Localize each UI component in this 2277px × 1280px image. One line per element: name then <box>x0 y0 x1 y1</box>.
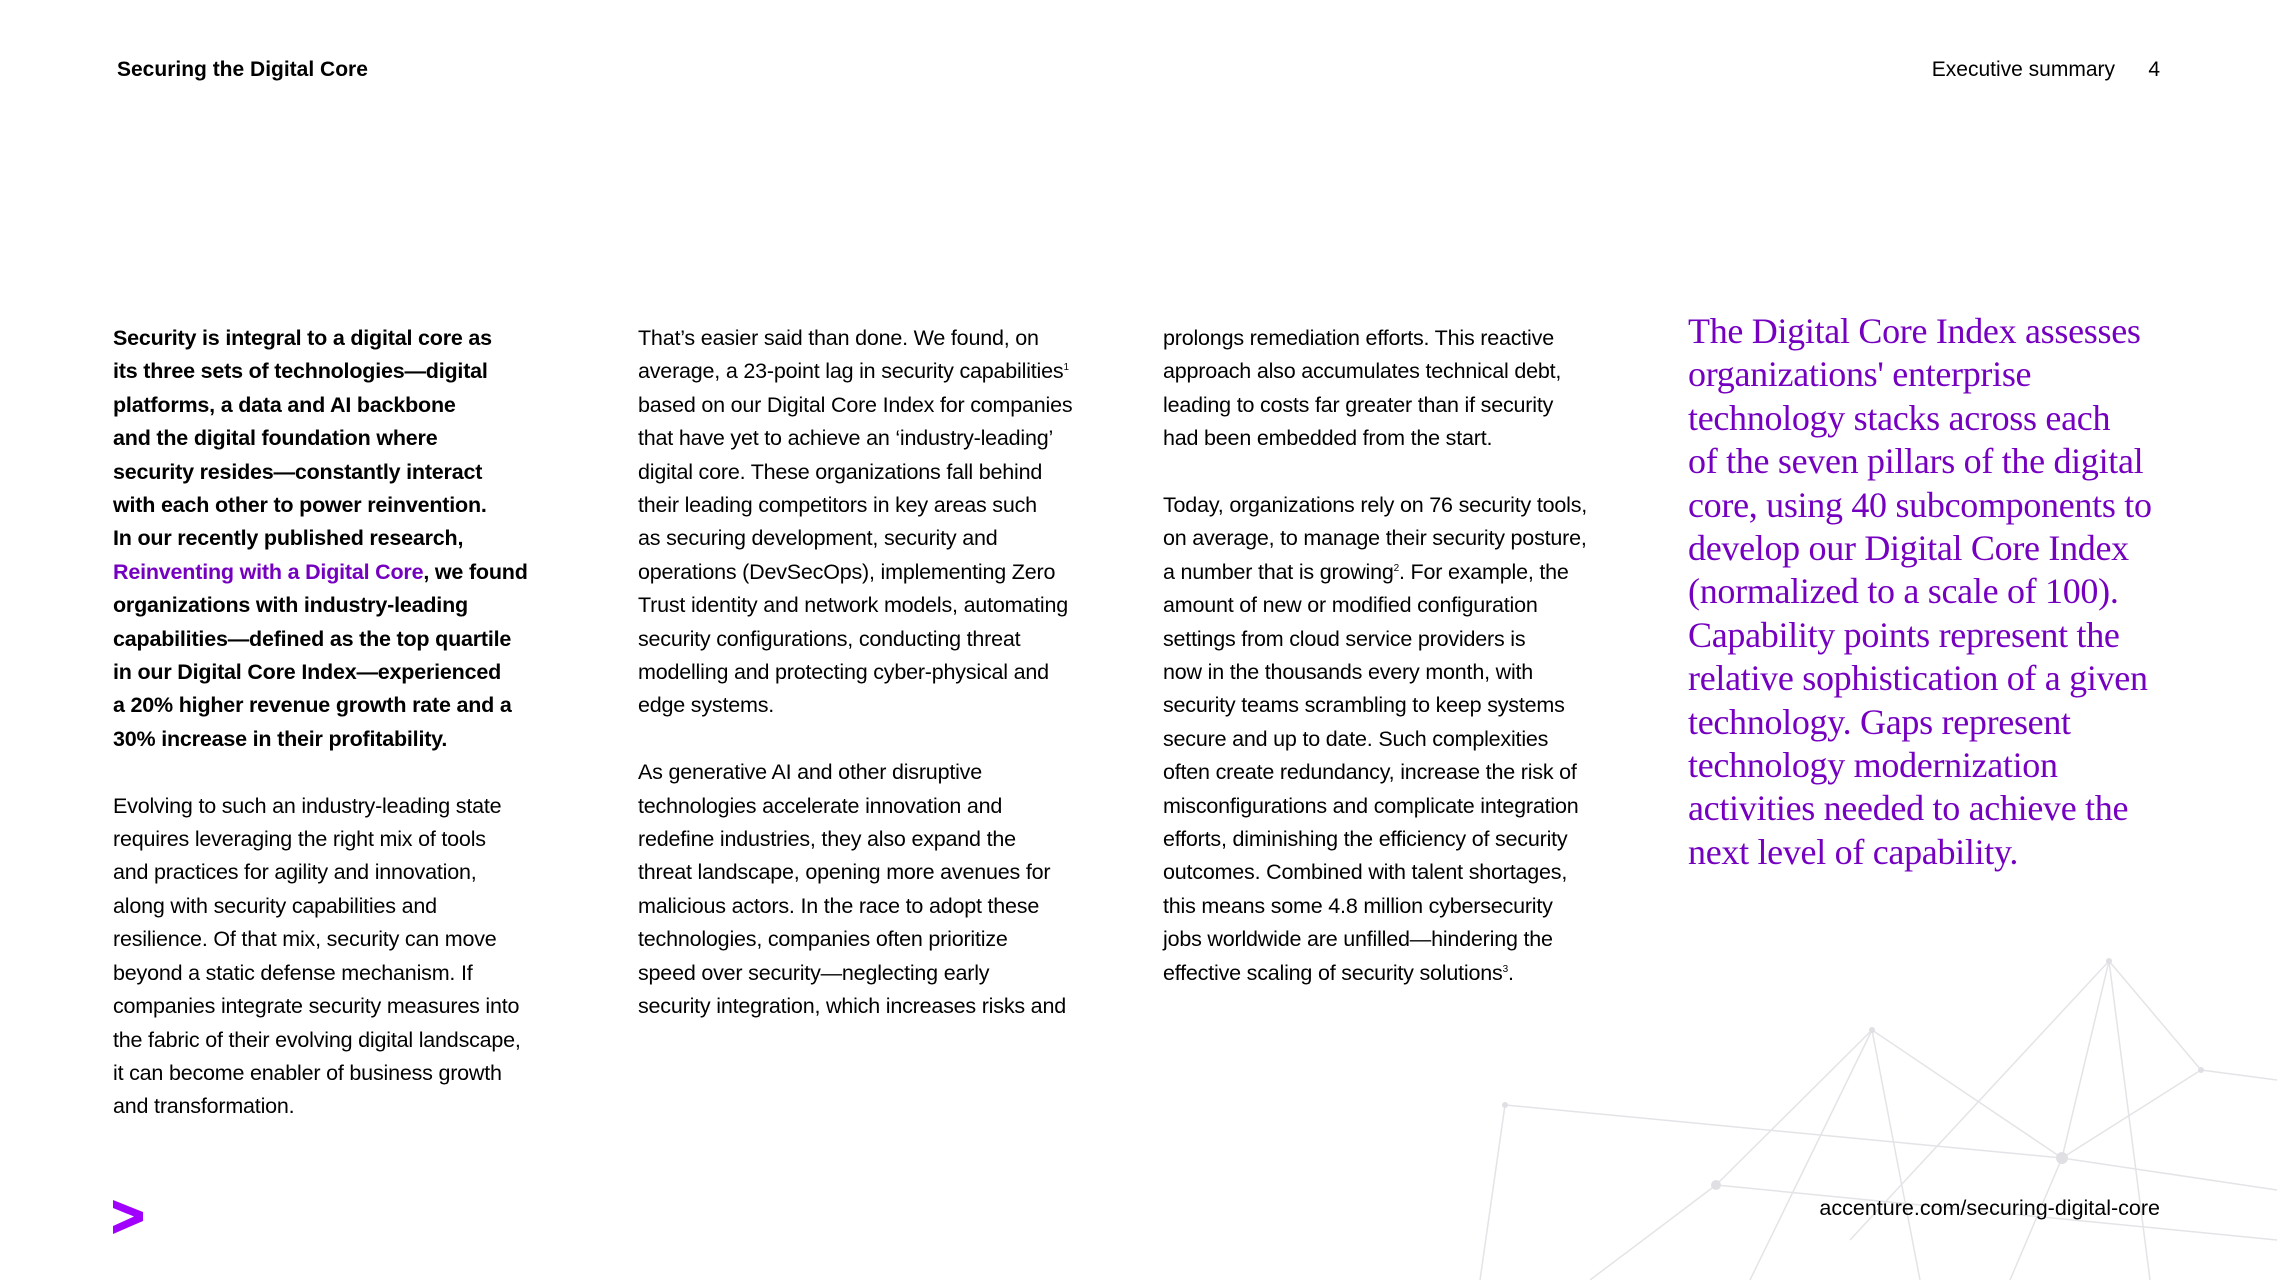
footnote-ref[interactable]: 3 <box>1502 963 1509 975</box>
paragraph-text: Today, organizations rely on 76 security… <box>1163 493 1588 584</box>
network-background-graphic <box>1479 958 2277 1280</box>
paragraph-text: based on our Digital Core Index for comp… <box>638 392 1073 718</box>
column-2: That’s easier said than done. We found, … <box>638 322 1073 1024</box>
paragraph-text: . <box>1507 960 1514 985</box>
paragraph-text: . For example, the amount of new or modi… <box>1163 559 1579 985</box>
research-link[interactable]: Reinventing with a Digital Core <box>113 559 424 584</box>
paragraph: That’s easier said than done. We found, … <box>638 322 1073 723</box>
column-3: prolongs remediation efforts. This react… <box>1163 322 1587 990</box>
paragraph: prolongs remediation efforts. This react… <box>1163 326 1562 451</box>
callout-text: The Digital Core Index assesses organiza… <box>1688 311 2152 872</box>
document-title: Securing the Digital Core <box>117 58 368 81</box>
footnote-ref[interactable]: 1 <box>1063 362 1069 374</box>
paragraph: Today, organizations rely on 76 security… <box>1163 489 1587 990</box>
paragraph-text: That’s easier said than done. We found, … <box>638 326 1064 384</box>
intro-text-continued: , we found organizations with industry-l… <box>113 559 528 751</box>
column-1: Security is integral to a digital core a… <box>113 322 528 1124</box>
intro-text: Security is integral to a digital core a… <box>113 326 492 551</box>
footnote-ref[interactable]: 2 <box>1393 562 1400 574</box>
paragraph: Evolving to such an industry-leading sta… <box>113 793 521 1119</box>
page-number: 4 <box>2148 58 2160 81</box>
paragraph: As generative AI and other disruptive te… <box>638 760 1066 1019</box>
accenture-logo-icon <box>113 1200 143 1234</box>
footer-url[interactable]: accenture.com/securing-digital-core <box>1819 1196 2160 1220</box>
section-name: Executive summary <box>1931 58 2115 81</box>
intro-paragraph: Security is integral to a digital core a… <box>113 322 528 756</box>
